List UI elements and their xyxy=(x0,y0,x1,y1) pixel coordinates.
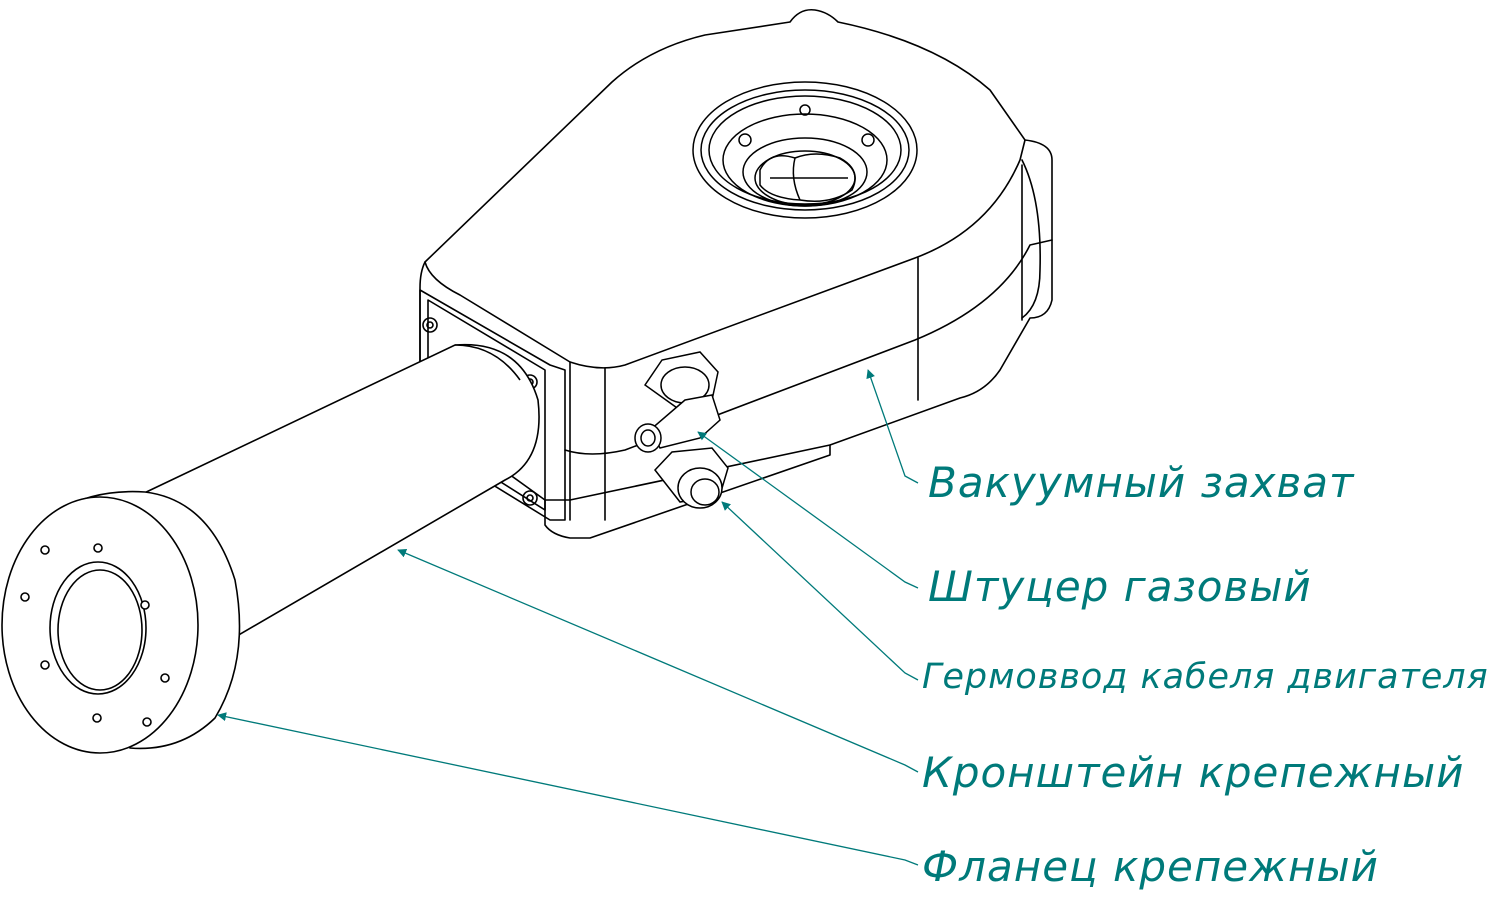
bracket-tube xyxy=(138,343,540,642)
leader-lines xyxy=(217,369,919,866)
leader-vacuum-gripper xyxy=(866,369,919,484)
mount-flange xyxy=(1,490,241,754)
vacuum-cup xyxy=(692,81,918,219)
leader-mount-bracket xyxy=(397,549,919,773)
leader-gas-fitting xyxy=(697,431,919,589)
leader-cable-gland xyxy=(721,501,919,681)
label-mount-bracket: Кронштейн крепежный xyxy=(922,748,1465,797)
label-vacuum-gripper: Вакуумный захват xyxy=(928,458,1355,507)
label-gas-fitting: Штуцер газовый xyxy=(928,562,1312,611)
label-mount-flange: Фланец крепежный xyxy=(922,842,1379,891)
label-cable-gland: Гермоввод кабеля двигателя xyxy=(922,657,1489,697)
leader-mount-flange xyxy=(217,712,919,866)
